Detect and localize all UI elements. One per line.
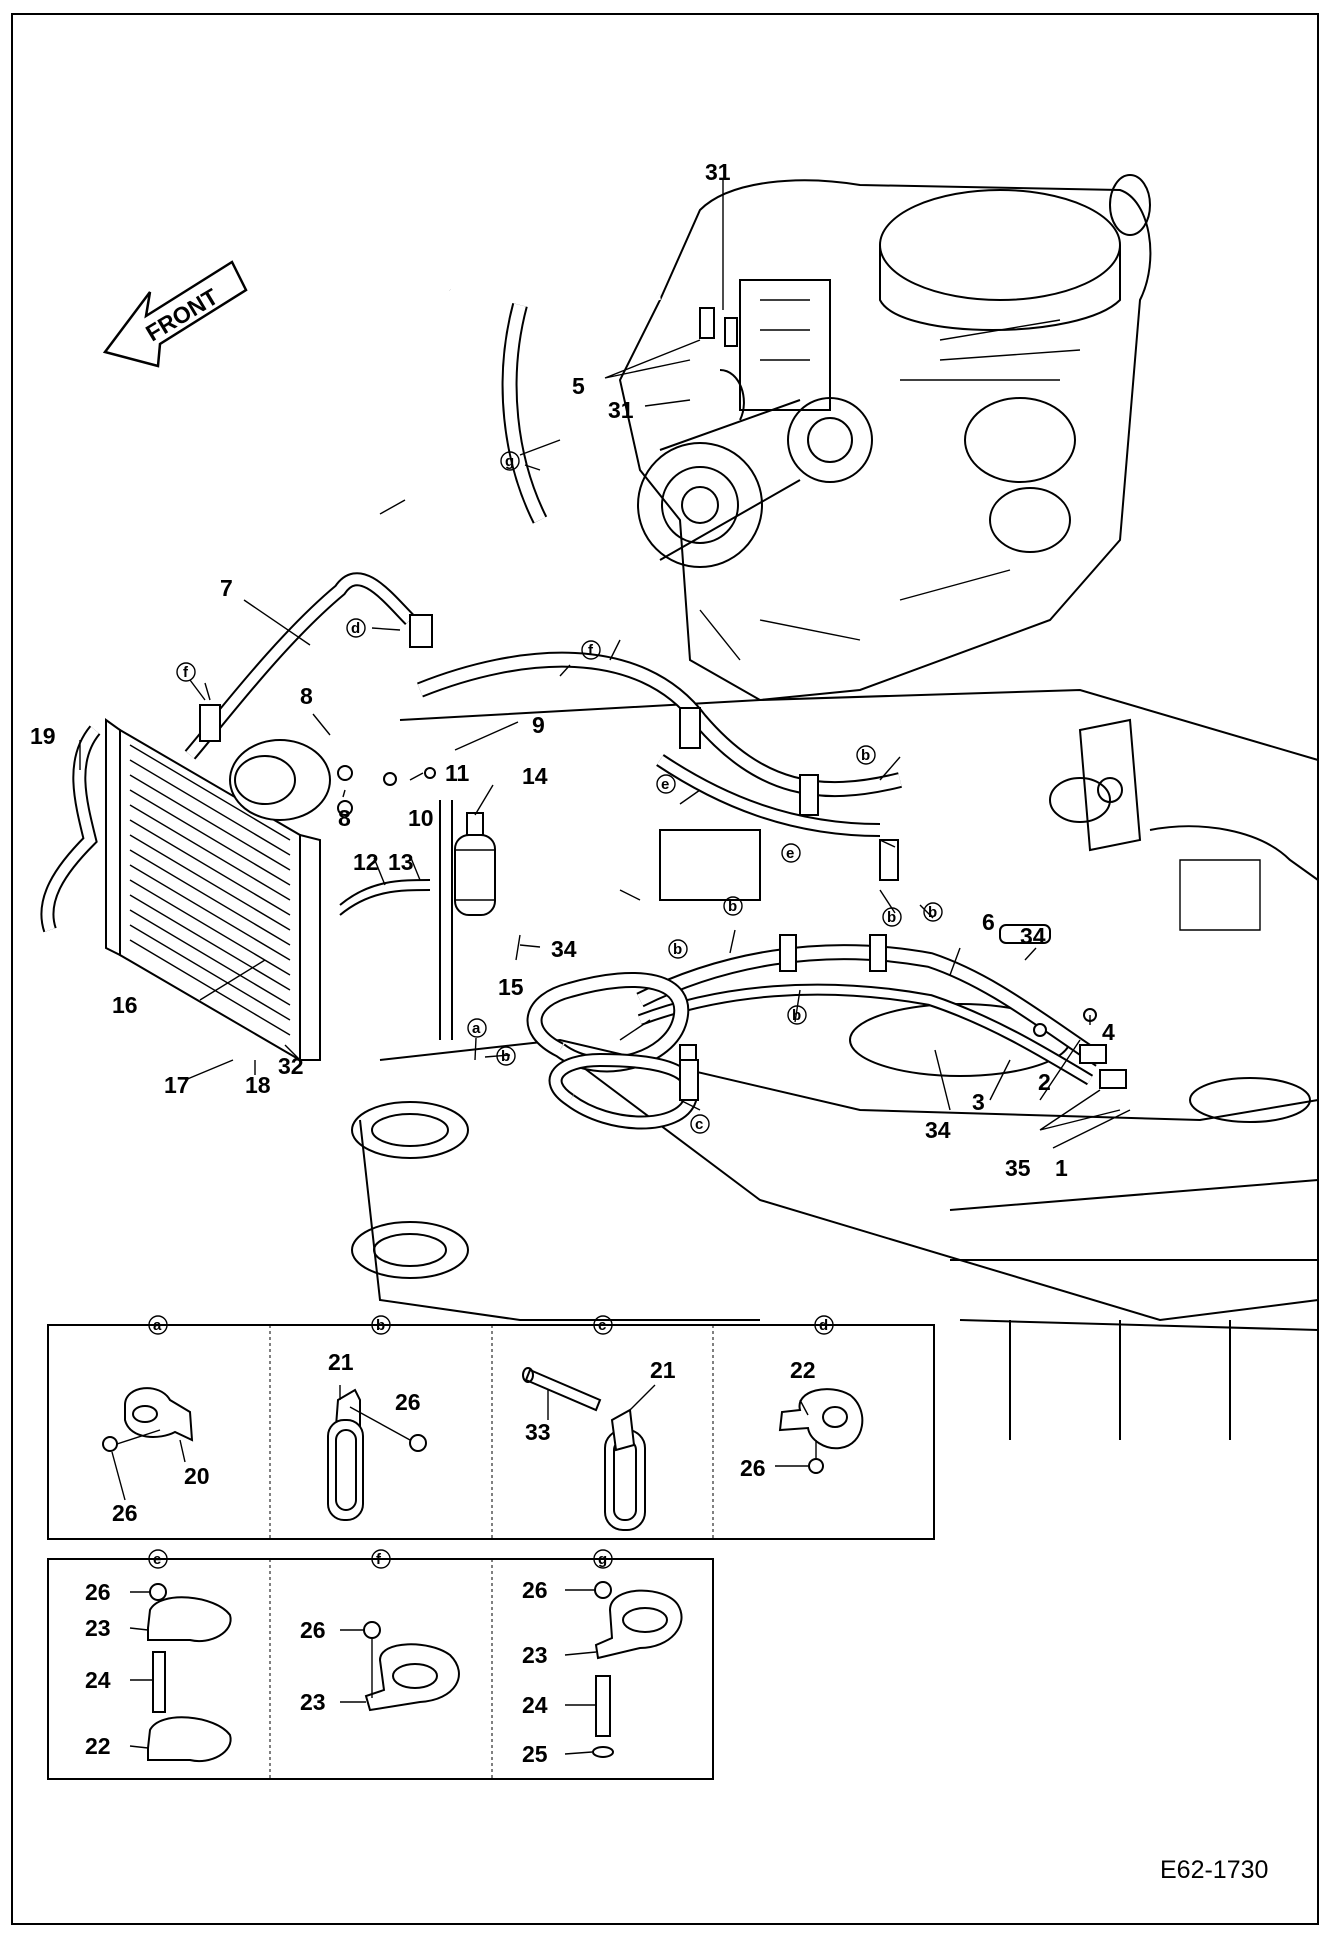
ref-b-5: b [673, 941, 682, 958]
ref-d: d [351, 620, 360, 637]
ref-a: a [472, 1020, 481, 1037]
detail-b-part-21: 21 [328, 1349, 354, 1375]
ref-b-7: b [501, 1048, 510, 1065]
detail-a-part-26: 26 [112, 1500, 138, 1526]
engine-assembly [618, 174, 1152, 702]
callout-7: 7 [220, 575, 233, 601]
detail-g-part-24: 24 [522, 1692, 548, 1718]
detail-b-part-26: 26 [395, 1389, 421, 1415]
detail-g-letter: g [598, 1551, 607, 1568]
compressor [229, 739, 331, 821]
ref-f-left: f [183, 664, 189, 681]
hose-coil [526, 972, 699, 1130]
detail-f-part-23: 23 [300, 1689, 326, 1715]
callout-16: 16 [112, 992, 138, 1018]
callout-31: 31 [608, 397, 634, 423]
detail-c-part-21: 21 [650, 1357, 676, 1383]
detail-g-part-23: 23 [522, 1642, 548, 1668]
callout-34-left: 34 [551, 936, 577, 962]
detail-panel-c: c 33 21 [522, 1315, 676, 1531]
ref-b-2: b [728, 898, 737, 915]
ref-b-6: b [792, 1007, 801, 1024]
callout-8-upper: 8 [300, 683, 313, 709]
callout-19: 19 [30, 723, 56, 749]
detail-e-letter: e [153, 1551, 161, 1568]
detail-d-part-26: 26 [740, 1455, 766, 1481]
callout-34-right: 34 [1020, 923, 1046, 949]
callout-34-bottom: 34 [925, 1117, 951, 1143]
ref-c: c [695, 1116, 703, 1133]
callout-numbers: 31 5 31 7 8 9 19 11 14 8 10 12 13 34 15 … [30, 159, 1115, 1181]
callout-6: 6 [982, 909, 995, 935]
ref-b-4: b [928, 904, 937, 921]
detail-a-letter: a [153, 1317, 162, 1334]
callout-2: 2 [1038, 1069, 1051, 1095]
callout-35: 35 [1005, 1155, 1031, 1181]
callout-11: 11 [445, 760, 470, 786]
detail-e-part-22: 22 [85, 1733, 111, 1759]
detail-panel-d: d 22 26 [740, 1315, 864, 1481]
detail-panels-row-1: a 20 26 b 21 26 c [47, 1315, 935, 1540]
callout-32: 32 [278, 1053, 304, 1079]
ref-f-mid: f [588, 642, 594, 659]
detail-panels-row-2: e 26 23 24 22 f 26 23 g [47, 1549, 714, 1780]
detail-e-part-23: 23 [85, 1615, 111, 1641]
detail-panel-g: g 26 23 24 25 [522, 1549, 683, 1767]
callout-15: 15 [498, 974, 524, 1000]
fittings [337, 307, 1127, 1089]
leader-lines [79, 180, 1131, 1149]
ref-e-right: e [786, 845, 794, 862]
ref-b-3: b [887, 909, 896, 926]
detail-panel-e: e 26 23 24 22 [85, 1549, 232, 1763]
detail-a-part-20: 20 [184, 1463, 210, 1489]
callout-18: 18 [245, 1072, 271, 1098]
callout-8-lower: 8 [338, 805, 351, 831]
upper-frame [351, 688, 1319, 1440]
detail-c-part-33: 33 [525, 1419, 551, 1445]
callout-17: 17 [164, 1072, 190, 1098]
reference-letters: g d f f e e b b b b b b b a c [176, 451, 943, 1134]
detail-d-letter: d [819, 1317, 828, 1334]
detail-f-part-26: 26 [300, 1617, 326, 1643]
callout-12: 12 [353, 849, 379, 875]
callout-9: 9 [532, 712, 545, 738]
detail-g-part-25: 25 [522, 1741, 548, 1767]
detail-d-part-22: 22 [790, 1357, 816, 1383]
detail-c-letter: c [598, 1317, 606, 1334]
detail-b-letter: b [376, 1317, 385, 1334]
ref-g: g [505, 453, 514, 470]
detail-panel-b: b 21 26 [327, 1315, 427, 1521]
ref-e-left: e [661, 776, 669, 793]
callout-5: 5 [572, 373, 585, 399]
callout-31-top: 31 [705, 159, 731, 185]
detail-panel-a: a 20 26 [102, 1315, 210, 1526]
callout-10: 10 [408, 805, 434, 831]
ref-b-1: b [861, 747, 870, 764]
callout-4: 4 [1102, 1019, 1115, 1045]
detail-e-part-26: 26 [85, 1579, 111, 1605]
callout-1: 1 [1055, 1155, 1068, 1181]
callout-3: 3 [972, 1089, 985, 1115]
detail-panel-f: f 26 23 [300, 1549, 460, 1715]
drawing-id: E62-1730 [1160, 1856, 1268, 1884]
receiver-drier [454, 812, 496, 916]
detail-e-part-24: 24 [85, 1667, 111, 1693]
callout-13: 13 [388, 849, 414, 875]
detail-f-letter: f [376, 1551, 382, 1568]
hose-clamps [199, 614, 899, 1101]
detail-g-part-26: 26 [522, 1577, 548, 1603]
callout-14: 14 [522, 763, 548, 789]
